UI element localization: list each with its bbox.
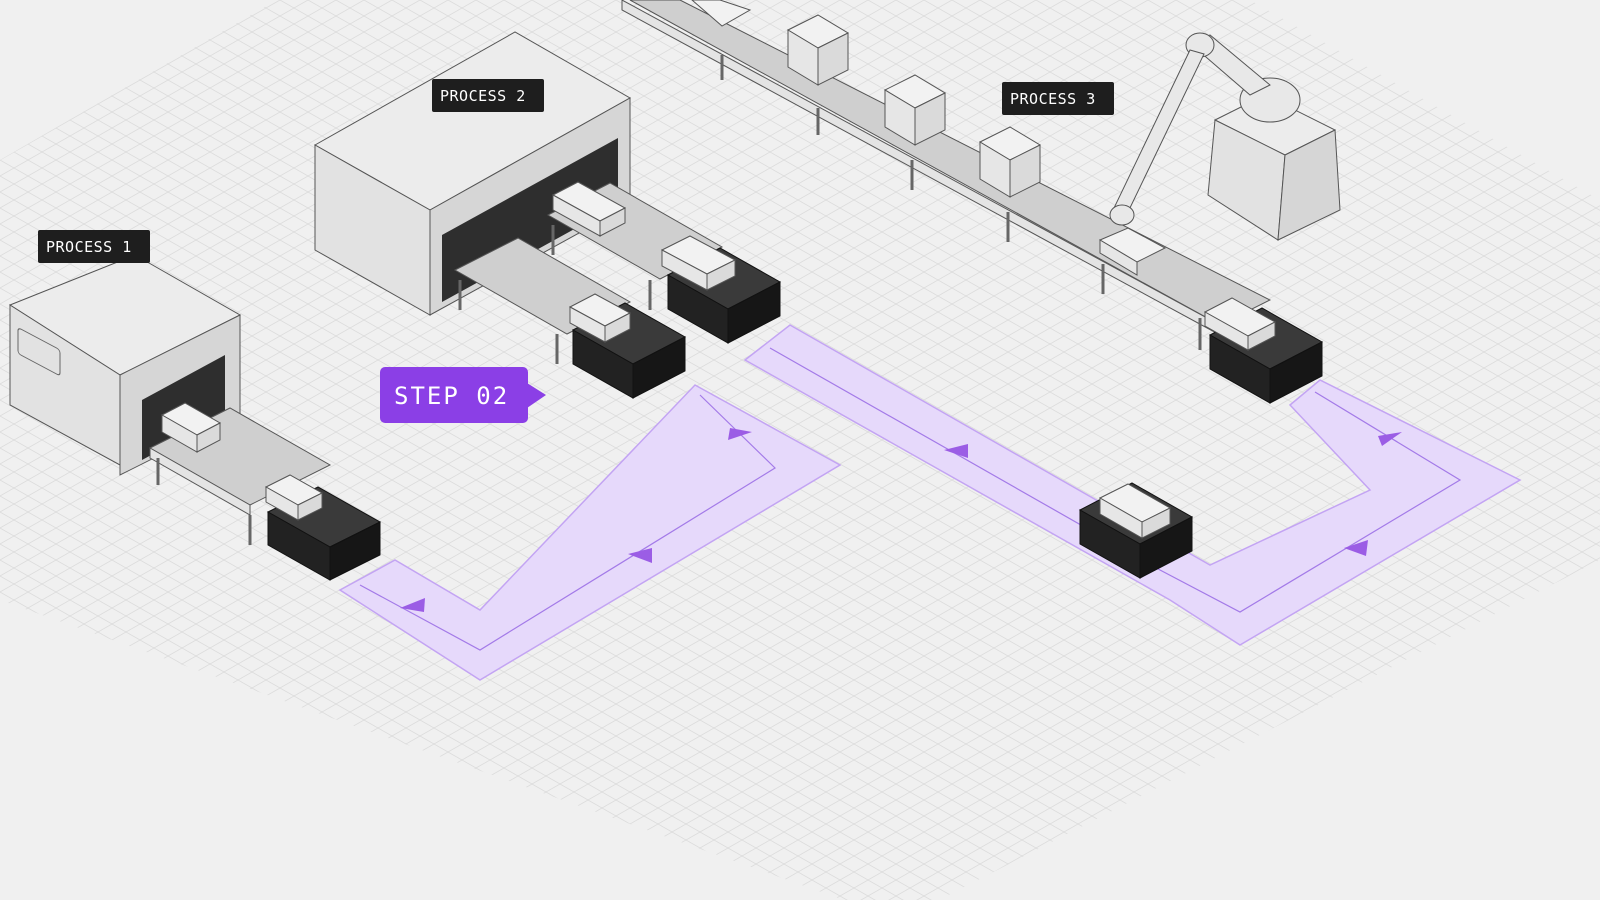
path-arrow-icon — [1378, 432, 1402, 446]
agv-robot-1 — [264, 474, 382, 581]
path-arrow-icon — [728, 428, 752, 440]
path-arrow-icon — [1344, 540, 1368, 556]
agv-robot-moving — [1078, 482, 1194, 579]
path-arrow-icon — [628, 548, 652, 563]
robotic-arm — [1098, 32, 1341, 276]
agv-robot-3a — [1203, 297, 1324, 404]
process-1-label: PROCESS 1 — [38, 230, 150, 263]
process-1-label-text: PROCESS 1 — [46, 238, 132, 256]
process-2-label-text: PROCESS 2 — [440, 87, 526, 105]
step-callout: STEP 02 — [380, 367, 546, 423]
process-2-label: PROCESS 2 — [432, 79, 544, 112]
path-arrow-icon — [400, 598, 425, 612]
agv-path-right — [743, 324, 1522, 646]
path-arrow-icon — [944, 444, 968, 458]
agv-robot-2a — [568, 293, 687, 399]
process-3-label-text: PROCESS 3 — [1010, 90, 1096, 108]
step-callout-text: STEP 02 — [394, 382, 509, 410]
agv-path-left — [338, 384, 842, 681]
parcel-box-group — [691, 0, 1042, 198]
process-3-label: PROCESS 3 — [1002, 82, 1114, 115]
agv-robot-2b — [660, 235, 782, 344]
